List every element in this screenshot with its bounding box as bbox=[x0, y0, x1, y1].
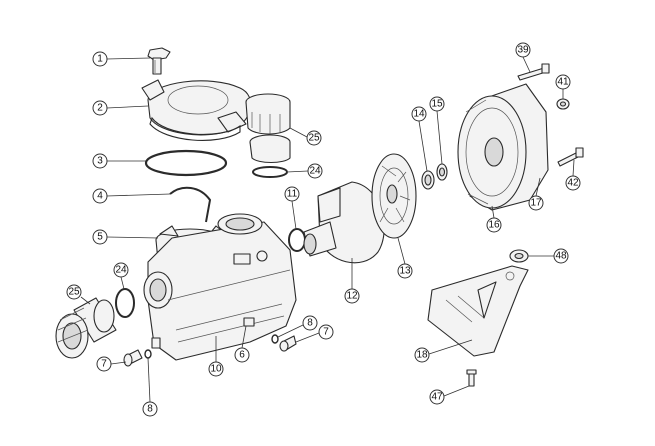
callout-47: 47 bbox=[429, 385, 470, 405]
callout-42: 42 bbox=[565, 159, 581, 191]
callout-label: 13 bbox=[399, 266, 411, 277]
callout-12: 12 bbox=[344, 258, 360, 304]
callout-label: 7 bbox=[323, 327, 329, 338]
callout-25-left: 25 bbox=[66, 284, 91, 305]
callout-18: 18 bbox=[414, 339, 473, 363]
part-mechanical-seal bbox=[421, 170, 435, 190]
callout-label: 8 bbox=[147, 404, 153, 415]
callout-label: 8 bbox=[307, 318, 313, 329]
callout-7-right: 7 bbox=[295, 324, 334, 343]
callout-label: 39 bbox=[517, 45, 529, 56]
callout-25-right: 25 bbox=[289, 127, 322, 146]
callout-13: 13 bbox=[397, 237, 413, 279]
callout-label: 1 bbox=[97, 54, 103, 65]
part-plug-ring-right bbox=[271, 334, 279, 344]
callout-layer: 1 2 3 4 5 24 2 bbox=[66, 42, 581, 417]
part-seal-ring bbox=[436, 163, 448, 181]
callout-10: 10 bbox=[208, 336, 224, 377]
callout-label: 25 bbox=[68, 287, 80, 298]
part-base-bracket bbox=[427, 265, 529, 357]
callout-label: 11 bbox=[287, 189, 298, 200]
part-diffuser-oring bbox=[288, 228, 306, 252]
callout-5: 5 bbox=[92, 229, 159, 245]
part-basket-clip bbox=[169, 186, 212, 223]
callout-3: 3 bbox=[92, 153, 146, 169]
callout-label: 14 bbox=[413, 109, 425, 120]
part-bolt-top bbox=[517, 63, 550, 81]
callout-label: 47 bbox=[431, 392, 443, 403]
callout-label: 10 bbox=[210, 364, 222, 375]
callout-41: 41 bbox=[555, 74, 571, 99]
part-lid bbox=[141, 79, 252, 141]
callout-label: 48 bbox=[555, 251, 567, 262]
part-base-screw bbox=[466, 369, 477, 387]
callout-39: 39 bbox=[515, 42, 531, 73]
callout-label: 24 bbox=[115, 265, 127, 276]
callout-16: 16 bbox=[486, 205, 502, 233]
callout-48: 48 bbox=[528, 248, 569, 264]
part-drain-plug-left bbox=[123, 349, 143, 367]
callout-label: 42 bbox=[567, 178, 579, 189]
part-diffuser bbox=[303, 181, 385, 264]
callout-6: 6 bbox=[234, 325, 250, 363]
callout-label: 7 bbox=[101, 359, 107, 370]
part-impeller bbox=[371, 153, 417, 239]
part-oring-right bbox=[252, 166, 288, 178]
callout-7-left: 7 bbox=[96, 356, 127, 372]
callout-label: 16 bbox=[488, 220, 500, 231]
callout-label: 2 bbox=[97, 103, 103, 114]
callout-label: 15 bbox=[431, 99, 443, 110]
part-motor-flange bbox=[457, 83, 549, 211]
callout-label: 25 bbox=[308, 133, 320, 144]
callout-label: 41 bbox=[557, 77, 569, 88]
part-plug-ring-left bbox=[144, 349, 152, 359]
part-union-left bbox=[55, 297, 117, 359]
part-pump-body bbox=[143, 213, 297, 361]
callout-label: 4 bbox=[97, 191, 103, 202]
callout-14: 14 bbox=[411, 106, 428, 172]
callout-label: 12 bbox=[346, 291, 358, 302]
callout-label: 24 bbox=[309, 166, 321, 177]
part-bolt-right bbox=[557, 147, 584, 167]
part-lid-knob bbox=[147, 47, 171, 75]
callout-label: 5 bbox=[97, 232, 103, 243]
callout-label: 17 bbox=[530, 198, 542, 209]
part-washer bbox=[556, 98, 570, 110]
callout-label: 18 bbox=[416, 350, 428, 361]
part-lid-oring bbox=[144, 149, 228, 177]
part-union-right bbox=[245, 93, 291, 164]
callout-8-right: 8 bbox=[277, 315, 318, 338]
callout-17: 17 bbox=[528, 177, 544, 211]
callout-24-left: 24 bbox=[113, 262, 129, 290]
callout-11: 11 bbox=[284, 186, 300, 230]
part-bushing bbox=[509, 249, 529, 263]
part-drain-plug-right bbox=[279, 335, 297, 352]
callout-24-right: 24 bbox=[286, 163, 323, 179]
callout-8-left: 8 bbox=[142, 357, 158, 417]
callout-4: 4 bbox=[92, 188, 171, 204]
callout-label: 6 bbox=[239, 350, 245, 361]
callout-label: 3 bbox=[97, 156, 103, 167]
callout-15: 15 bbox=[429, 96, 445, 165]
callout-2: 2 bbox=[92, 100, 149, 116]
callout-1: 1 bbox=[92, 51, 151, 67]
part-oring-left bbox=[115, 288, 135, 318]
